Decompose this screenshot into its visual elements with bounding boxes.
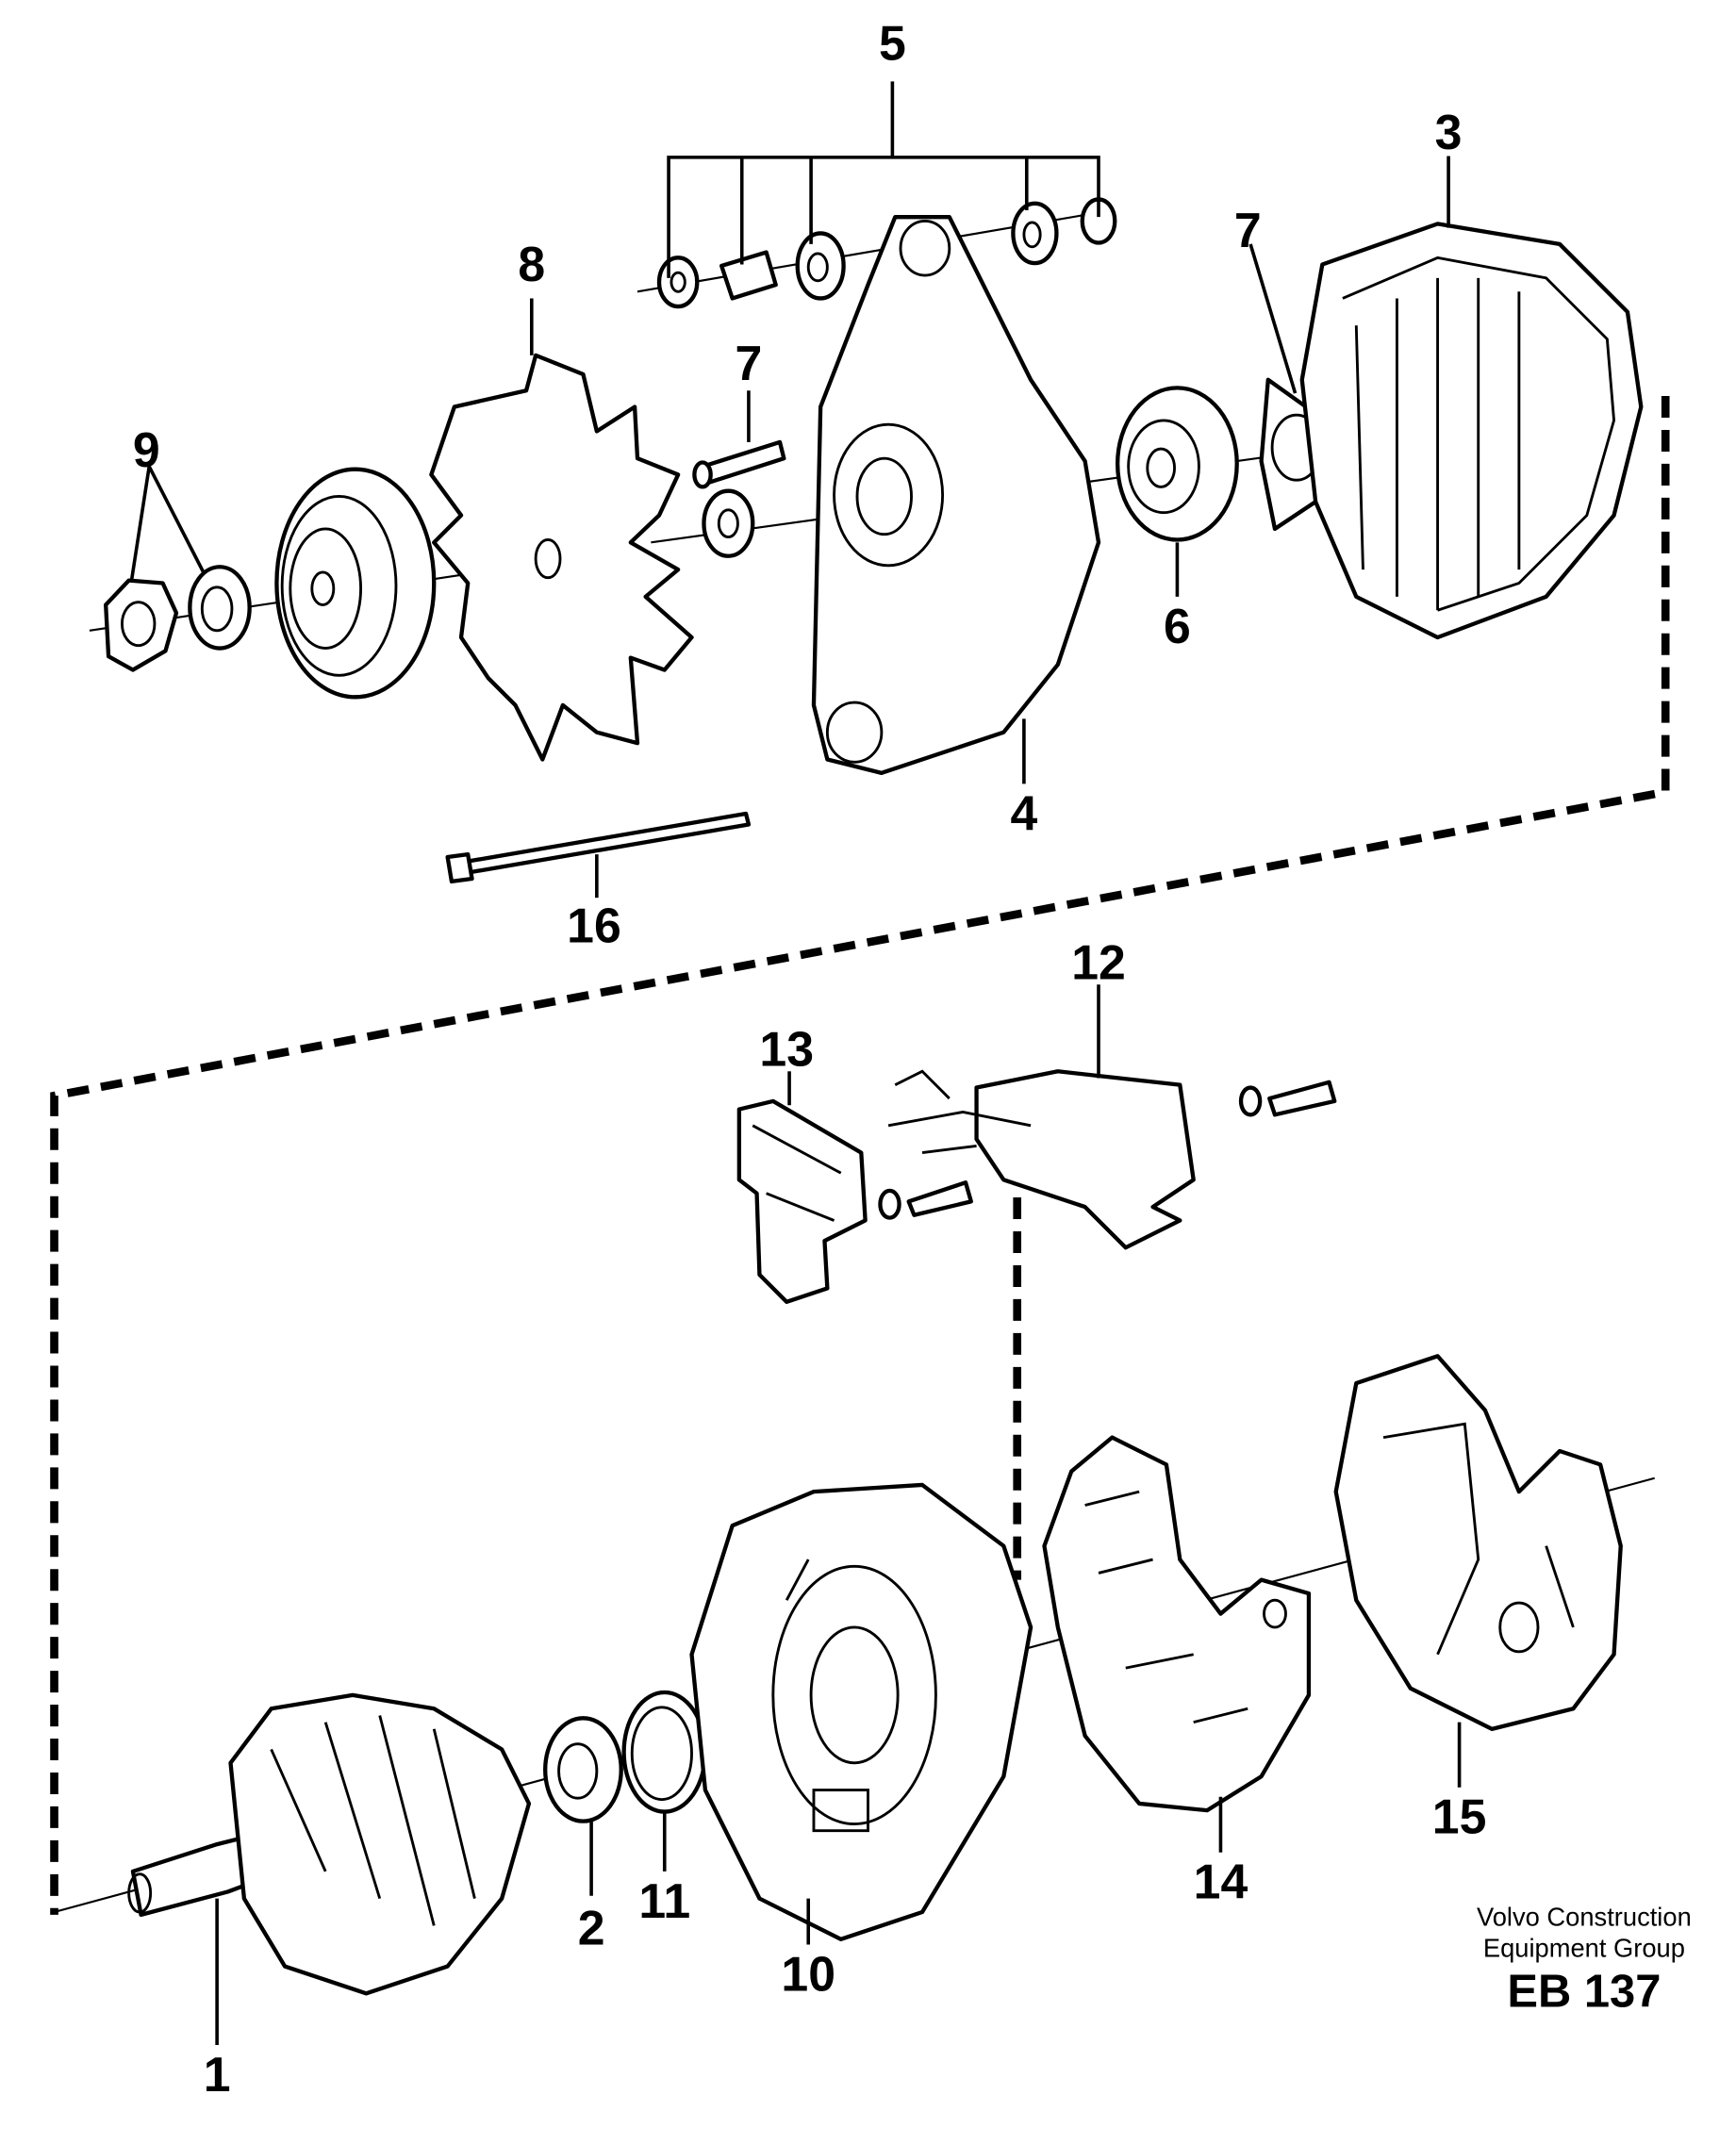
part-10-slip-ring-end-housing [689,1482,1033,1941]
figure-code: EB 137 [1507,1967,1661,2018]
pulley [274,467,437,700]
credit-line-2: Equipment Group [1483,1933,1685,1962]
publisher-credit: Volvo Construction Equipment Group EB 13… [1477,1902,1692,2017]
part-7-screw [692,439,786,489]
callout-labels: 5 3 7 8 7 9 6 4 16 12 13 15 14 11 2 10 1 [133,15,1486,2102]
callout-16: 16 [567,899,621,953]
callout-1: 1 [204,2047,231,2102]
part-12-regulator [887,1069,1337,1250]
part-14-rectifier [1042,1435,1312,1813]
callout-9: 9 [133,422,160,477]
credit-line-1: Volvo Construction [1477,1902,1692,1931]
part-16-through-bolt [445,811,752,884]
part-8-fan [429,353,694,762]
callout-7-right: 7 [1234,203,1262,257]
callout-12: 12 [1071,934,1126,989]
part-9-nut [104,565,252,672]
callout-7-left: 7 [736,336,763,390]
part-2-bearing [543,1716,623,1823]
callout-5: 5 [879,15,906,70]
part-5-spacer-set [656,197,1117,309]
part-4-drive-end-housing [702,215,1101,776]
leader-lines [129,81,1462,2045]
dashed-leader [50,396,1670,1915]
callout-13: 13 [759,1022,814,1077]
part-15-rear-cover [1333,1354,1623,1732]
callout-10: 10 [781,1946,835,2001]
callout-4: 4 [1011,785,1038,840]
part-6-bearing [1115,386,1239,542]
callout-2: 2 [578,1901,605,1955]
callout-11: 11 [638,1873,690,1928]
part-11-ring [621,1690,708,1814]
callout-15: 15 [1432,1789,1487,1844]
callout-14: 14 [1194,1855,1248,1909]
callout-8: 8 [518,237,545,291]
callout-6: 6 [1164,599,1191,653]
callout-3: 3 [1435,105,1463,159]
part-3-stator [1299,222,1644,640]
part-13-brush-holder [736,1098,973,1304]
part-1-rotor [127,1692,532,1996]
